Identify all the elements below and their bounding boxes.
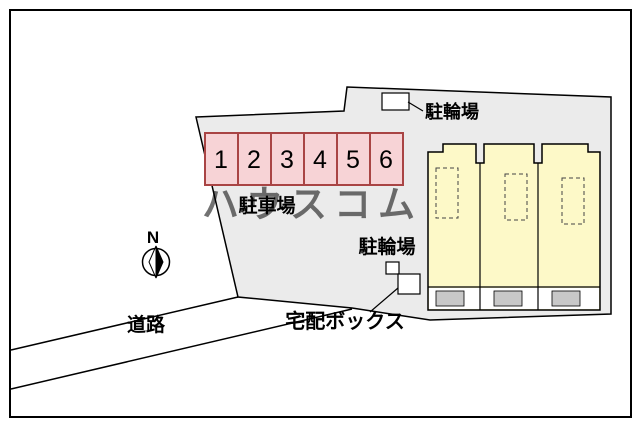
delivery-box xyxy=(397,273,421,295)
road-edge-lower xyxy=(10,308,353,390)
delivery-box-leader xyxy=(369,287,399,313)
parking-space-number-4: 4 xyxy=(313,146,327,174)
parking-space-number-3: 3 xyxy=(280,146,294,174)
road-label: 道路 xyxy=(127,313,166,336)
compass: N xyxy=(141,228,171,279)
building-outline xyxy=(427,143,601,311)
parking-space-number-2: 2 xyxy=(247,146,261,174)
bicycle-parking-top-leader xyxy=(407,101,424,112)
parking-space-number-5: 5 xyxy=(346,146,360,174)
bicycle-parking-top: 駐輪場 xyxy=(381,92,479,122)
entrance-box-left xyxy=(435,290,465,307)
parking-label: 駐車場 xyxy=(238,194,295,217)
border-frame xyxy=(9,9,632,418)
entrance-box-middle xyxy=(493,290,523,307)
parking-space-number-1: 1 xyxy=(214,146,228,174)
bicycle-parking-side-box xyxy=(385,261,400,275)
bicycle-parking-top-label: 駐輪場 xyxy=(425,101,479,122)
entrance-box-right xyxy=(551,290,581,307)
balcony-dashed-middle xyxy=(504,173,528,221)
balcony-dashed-right xyxy=(561,177,585,225)
parking-space-number-6: 6 xyxy=(379,146,393,174)
compass-needle-right xyxy=(155,245,164,279)
balcony-dashed-left xyxy=(435,167,459,219)
bicycle-parking-side-label: 駐輪場 xyxy=(358,235,415,258)
building xyxy=(427,143,601,311)
north-label: N xyxy=(147,228,159,247)
road-edge-upper xyxy=(10,296,239,351)
delivery-box-label: 宅配ボックス xyxy=(285,309,404,333)
bicycle-parking-top-box xyxy=(381,92,410,111)
delivery-box-group: 宅配ボックス xyxy=(285,273,421,333)
parking-area: 1 2 3 4 5 6 xyxy=(204,132,404,186)
bicycle-parking-side: 駐輪場 xyxy=(358,235,416,275)
watermark-text: ハウスコム xyxy=(202,184,422,225)
